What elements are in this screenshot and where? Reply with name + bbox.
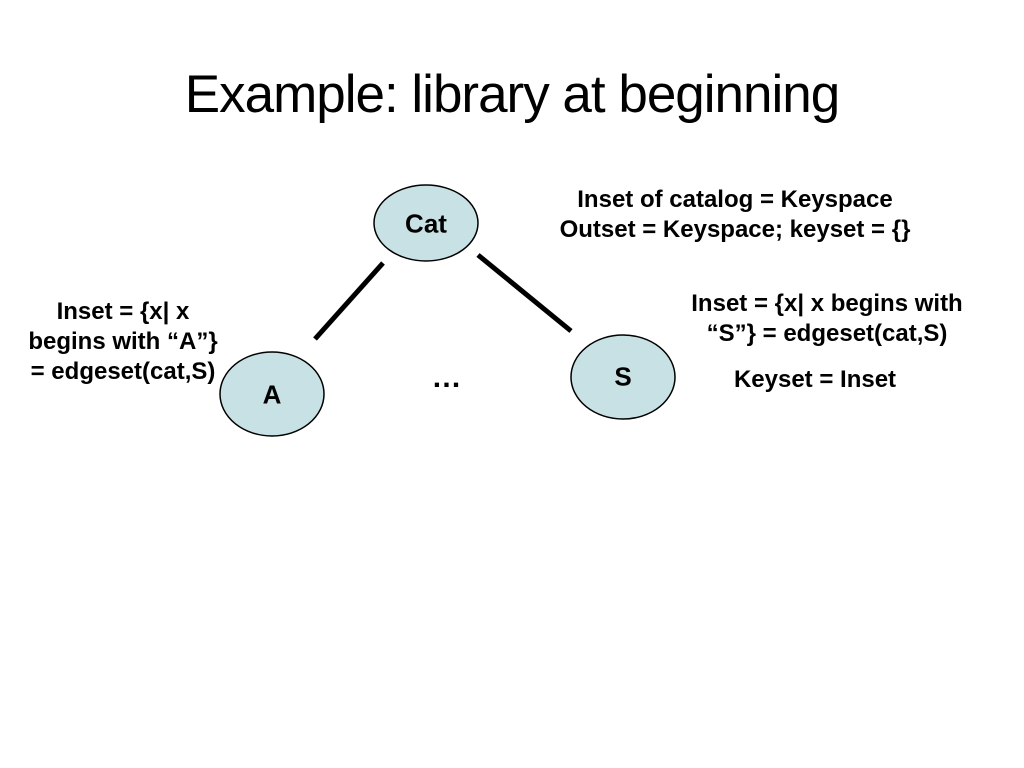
s-node-annotation-line2: “S”} = edgeset(cat,S) [706,320,948,347]
a-node-ellipse [219,351,325,437]
a-node-annotation: Inset = {x| x begins with “A”} = edgeset… [10,297,236,387]
cat-node-label: Cat [405,208,447,239]
s-node-annotation-line1: Inset = {x| x begins with [691,290,963,317]
s-node-ellipse [570,334,676,420]
a-node-annotation-line2: begins with “A”} [28,328,218,355]
s-node-label: S [614,361,632,392]
ellipsis-label: … [431,361,465,394]
slide-title: Example: library at beginning [184,65,841,124]
catalog-annotation: Inset of catalog = Keyspace Outset = Key… [520,185,950,245]
edge-cat-to-a [313,261,385,341]
catalog-annotation-line2: Outset = Keyspace; keyset = {} [559,216,911,243]
a-node-annotation-line3: = edgeset(cat,S) [30,358,216,385]
a-node-annotation-line1: Inset = {x| x [56,298,190,325]
edge-cat-to-s [476,253,573,333]
keyset-annotation: Keyset = Inset [733,366,897,393]
a-node-label: A [262,379,282,410]
s-node-annotation: Inset = {x| x begins with “S”} = edgeset… [662,289,992,349]
catalog-annotation-line1: Inset of catalog = Keyspace [577,186,893,213]
cat-node-ellipse [373,184,479,262]
